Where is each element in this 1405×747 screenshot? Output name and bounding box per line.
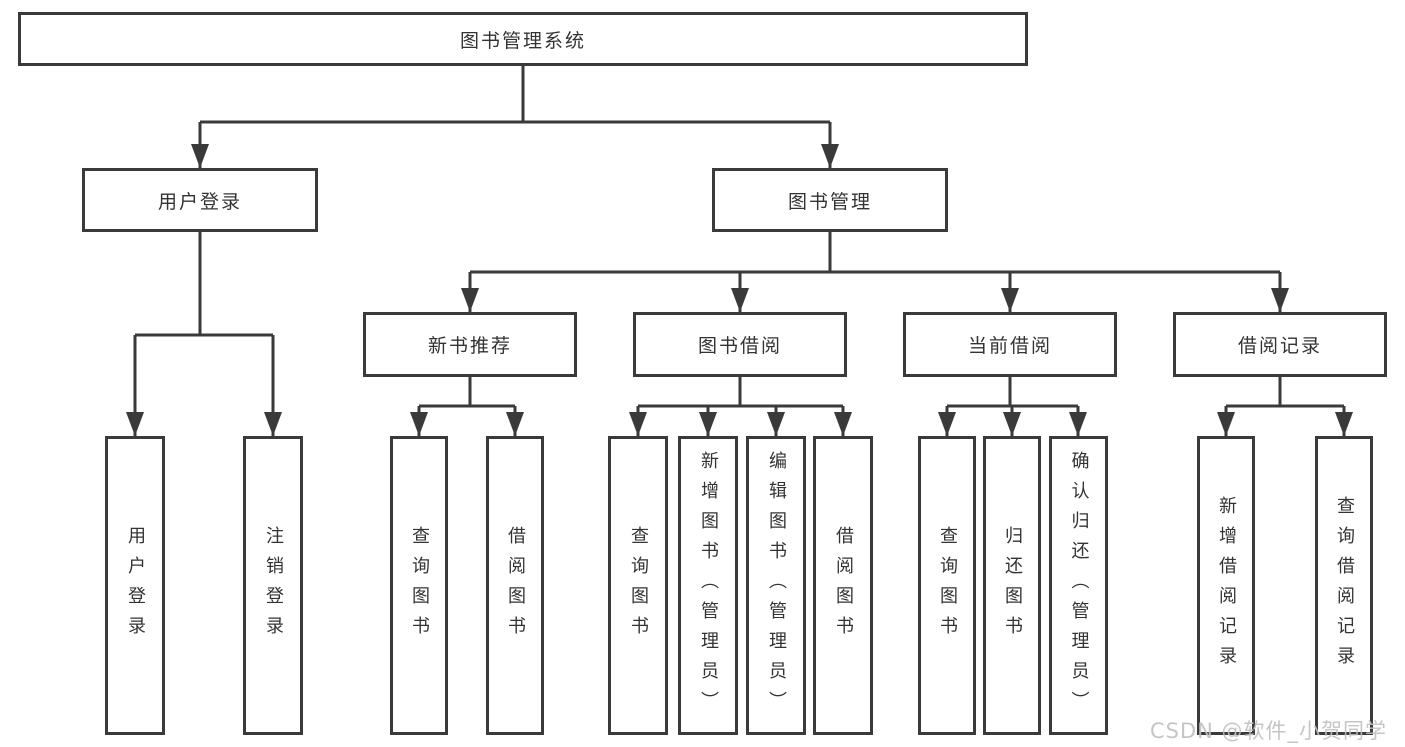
- arrowheads: [126, 144, 1353, 436]
- leaf-return-book-label: 归还图书: [1002, 525, 1023, 646]
- leaf-edit-book-admin-label: 编辑图书（管理员）: [766, 450, 787, 721]
- node-borrow-records: 借阅记录: [1173, 312, 1387, 377]
- connector-borrow-records-split: [1224, 377, 1346, 436]
- leaf-query-books-rec-label: 查询图书: [409, 525, 430, 646]
- connector-book-mgmt-split: [468, 232, 1282, 312]
- node-current-borrow: 当前借阅: [903, 312, 1117, 377]
- leaf-borrow-books-borrow: 借阅图书: [813, 436, 873, 735]
- connector-new-book-rec-split: [417, 377, 517, 436]
- node-book-mgmt: 图书管理: [712, 168, 948, 232]
- connector-root-to-level2: [198, 66, 832, 168]
- leaf-confirm-return-admin-label: 确认归还（管理员）: [1068, 450, 1090, 721]
- leaf-add-book-admin-label: 新增图书（管理员）: [698, 450, 719, 721]
- connector-book-borrow-split: [636, 377, 845, 436]
- node-user-login: 用户登录: [82, 168, 318, 232]
- leaf-add-borrow-record: 新增借阅记录: [1197, 436, 1255, 735]
- leaf-add-book-admin: 新增图书（管理员）: [678, 436, 738, 735]
- leaf-query-books-current: 查询图书: [918, 436, 976, 735]
- leaf-edit-book-admin: 编辑图书（管理员）: [746, 436, 806, 735]
- leaf-query-books-borrow: 查询图书: [608, 436, 668, 735]
- leaf-confirm-return-admin: 确认归还（管理员）: [1049, 436, 1108, 735]
- watermark: CSDN @软件_小贺同学: [1150, 719, 1388, 743]
- leaf-query-borrow-record: 查询借阅记录: [1315, 436, 1373, 735]
- connector-user-login-split: [133, 232, 275, 436]
- node-book-borrow: 图书借阅: [633, 312, 847, 377]
- leaf-borrow-books-rec-label: 借阅图书: [505, 525, 526, 646]
- node-new-book-rec: 新书推荐: [363, 312, 577, 377]
- leaf-logout: 注销登录: [243, 436, 303, 735]
- node-root: 图书管理系统: [18, 12, 1028, 66]
- leaf-user-login: 用户登录: [105, 436, 165, 735]
- leaf-logout-label: 注销登录: [263, 525, 284, 646]
- leaf-borrow-books-rec: 借阅图书: [486, 436, 544, 735]
- leaf-user-login-label: 用户登录: [125, 525, 146, 646]
- leaf-query-books-borrow-label: 查询图书: [628, 525, 649, 646]
- leaf-add-borrow-record-label: 新增借阅记录: [1216, 495, 1237, 676]
- leaf-return-book: 归还图书: [983, 436, 1041, 735]
- leaf-query-books-rec: 查询图书: [390, 436, 448, 735]
- leaf-query-borrow-record-label: 查询借阅记录: [1334, 495, 1355, 676]
- leaf-query-books-current-label: 查询图书: [937, 525, 958, 646]
- leaf-borrow-books-borrow-label: 借阅图书: [833, 525, 854, 646]
